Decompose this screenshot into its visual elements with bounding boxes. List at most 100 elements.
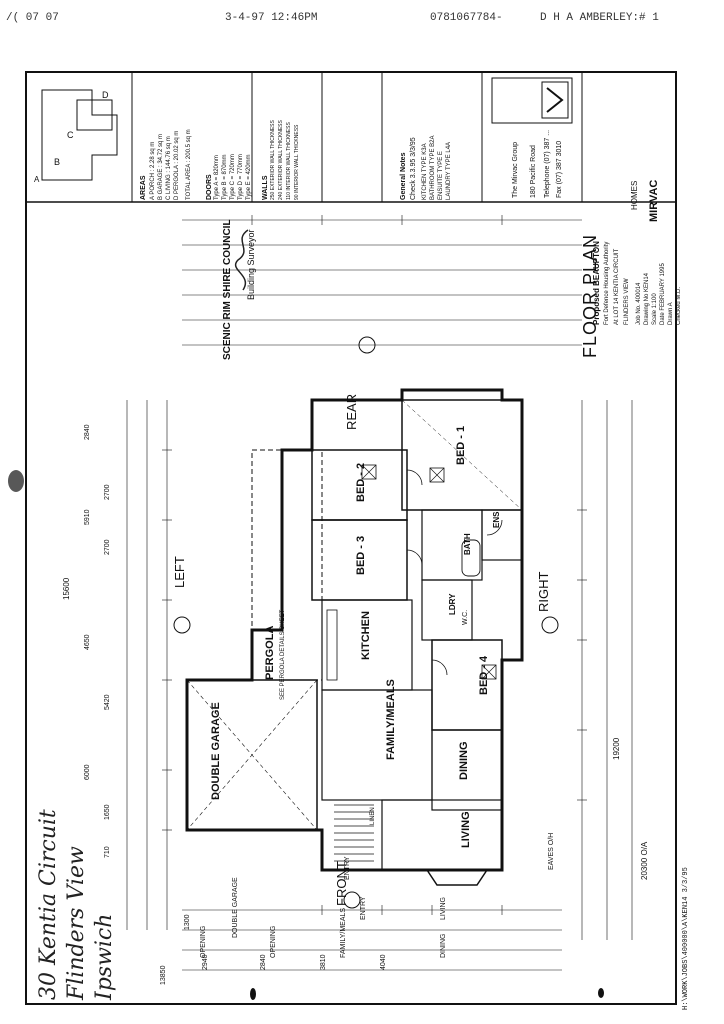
room-pergola: PERGOLA [264,625,276,680]
dim-seg-top-1: 2840 [84,424,91,440]
handwritten-address-line-2: Flinders View [64,846,89,1000]
scan-speck-2 [250,988,256,1000]
dim-eaves: EAVES O/H [548,832,555,870]
room-wc: W.C. [462,609,469,625]
council-signature [235,229,249,291]
file-path: H:\WORK\JOBS\400000\A\KEN14 3/3/95 [682,867,690,1010]
room-ldry: LDRY [448,593,457,615]
proposal-line-4: FLINDERS VIEW [624,278,630,325]
general-note-check: Check 3.3.95 3/3/95 [410,137,417,200]
areas-heading: AREAS [140,175,147,200]
walls-heading: WALLS [262,175,269,201]
room-double-garage: DOUBLE GARAGE [210,702,222,800]
wall-item-2: 240 EXTERIOR WALL THICKNESS [278,120,284,200]
room-bed-2: BED - 2 [355,462,367,502]
dim-seg-bottom-4: 3810 [320,954,327,970]
door-type-d: Type D = 770mm [238,154,244,200]
job-line-4: Date FEBRUARY 1995 [660,263,666,325]
job-line-1: Job No. 400014 [636,282,642,325]
floor-plan-drawing: C D B A [25,71,677,1005]
label-right: RIGHT [536,571,551,612]
room-ens: ENS [492,511,501,528]
room-living: LIVING [460,811,472,848]
door-type-a: Type A = 820mm [214,155,220,200]
room-dining: DINING [458,741,470,781]
label-rear: REAR [344,393,359,430]
room-kitchen: KITCHEN [360,611,372,660]
drawing-title: FLOOR PLAN [580,233,600,358]
dim-overall-right: 20300 O/A [640,841,649,880]
dim-seg-top-5: 4650 [84,634,91,650]
pergola-note: SEE PERGOLA DETAILS SHEET [280,609,286,700]
job-line-2: Drawing No KEN14 [644,272,650,325]
label-left: LEFT [172,556,187,588]
dim-seg-bottom-6: 13850 [160,965,167,985]
scan-speck-1 [8,470,24,492]
doors-heading: DOORS [206,174,213,200]
general-note-ensuite: ENSUITE TYPE E [438,151,444,200]
bottom-label-entry: ENTRY [360,896,367,920]
general-note-bathroom: BATHROOM TYPE B2A [430,135,436,200]
door-type-e: Type E = 420mm [246,154,252,200]
area-total: TOTAL AREA : 200.5 sq m [186,129,192,200]
key-d-letter: D [102,90,109,100]
job-line-6: Checked M.D. [676,286,682,325]
proposal-line-2: Fort Defence Housing Authority [604,241,610,325]
area-item-living: C LIVING : 144.76 sq m [166,136,172,200]
proposal-line-3: At LOT 14 KENTIA CIRCUIT [614,248,620,325]
fax-timestamp: 3-4-97 12:46PM [225,12,318,24]
wall-item-4: 90 INTERIOR WALL THICKNESS [294,124,300,200]
handwritten-address-line-1: 30 Kentia Circuit [36,809,61,1000]
dim-seg-top-7: 6000 [84,764,91,780]
address-line-2: Telephone (07) 387 ... [544,129,551,198]
wall-item-1: 250 EXTERIOR WALL THICKNESS [270,120,276,200]
general-note-laundry: LAUNDRY TYPE L4A [446,141,452,200]
bottom-label-dining: DINING [440,933,447,959]
fax-header: /( 07 07 3-4-97 12:46PM 0781067784- D H … [0,0,724,30]
key-c-letter: C [67,130,74,140]
address-line-3: Fax (07) 387 3010 [556,140,563,198]
fax-sender: D H A AMBERLEY:# 1 [540,12,659,24]
dim-seg-bottom-5: 2840 [260,954,267,970]
room-linen: LINEN [370,807,376,825]
area-item-porch: A PORCH : 2.28 sq m [150,141,156,200]
door-type-c: Type C = 720mm [230,154,236,200]
fax-phone: 0781067784- [430,12,503,24]
bottom-label-opening-a: OPENING [200,925,207,958]
dim-inner-right: 19200 [612,737,621,760]
group-name: The Mirvac Group [512,141,519,198]
scan-speck-3 [598,988,604,998]
dim-seg-top-8: 1650 [104,804,111,820]
dim-seg-top-6: 5420 [104,694,111,710]
room-bed-4: BED - 4 [478,655,490,695]
bottom-label-opening-b: OPENING [270,925,277,958]
bottom-label-family-meals: FAMILY/MEALS [340,907,347,958]
handwritten-address-line-3: Ipswich [92,913,117,1000]
dim-overall-top: 15600 [62,577,71,600]
address-line-1: 180 Pacific Road [530,145,537,198]
company-logo-text: MIRVAC [648,179,660,222]
dimension-lines [126,215,633,971]
company-sub-text: HOMES [630,180,639,210]
area-item-pergola: D PERGOLA : 20.02 sq m [174,130,180,200]
dim-seg-top-3: 2700 [104,484,111,500]
wall-item-3: 110 INTERIOR WALL THICKNESS [286,122,292,200]
general-notes-heading: General Notes [400,152,407,200]
job-line-5: Drawn A [668,302,674,325]
room-family-meals: FAMILY/MEALS [385,679,397,760]
bottom-label-double-garage: DOUBLE GARAGE [232,877,239,938]
door-type-b: Type B = 870mm [222,154,228,200]
room-bath: BATH [463,533,472,555]
dim-seg-bottom-1: 1300 [184,914,191,930]
room-entry: ENTRY [344,856,351,880]
key-b-letter: B [54,157,60,167]
key-plan: C D B A [34,89,118,184]
room-bed-3: BED - 3 [355,535,367,575]
general-note-kitchen: KITCHEN TYPE K3A [422,143,428,200]
key-a-letter: A [34,175,40,184]
bottom-label-living: LIVING [440,897,447,920]
section-markers [173,336,559,909]
dim-seg-top-2: 5910 [84,509,91,525]
dim-seg-top-9: 710 [104,846,111,858]
